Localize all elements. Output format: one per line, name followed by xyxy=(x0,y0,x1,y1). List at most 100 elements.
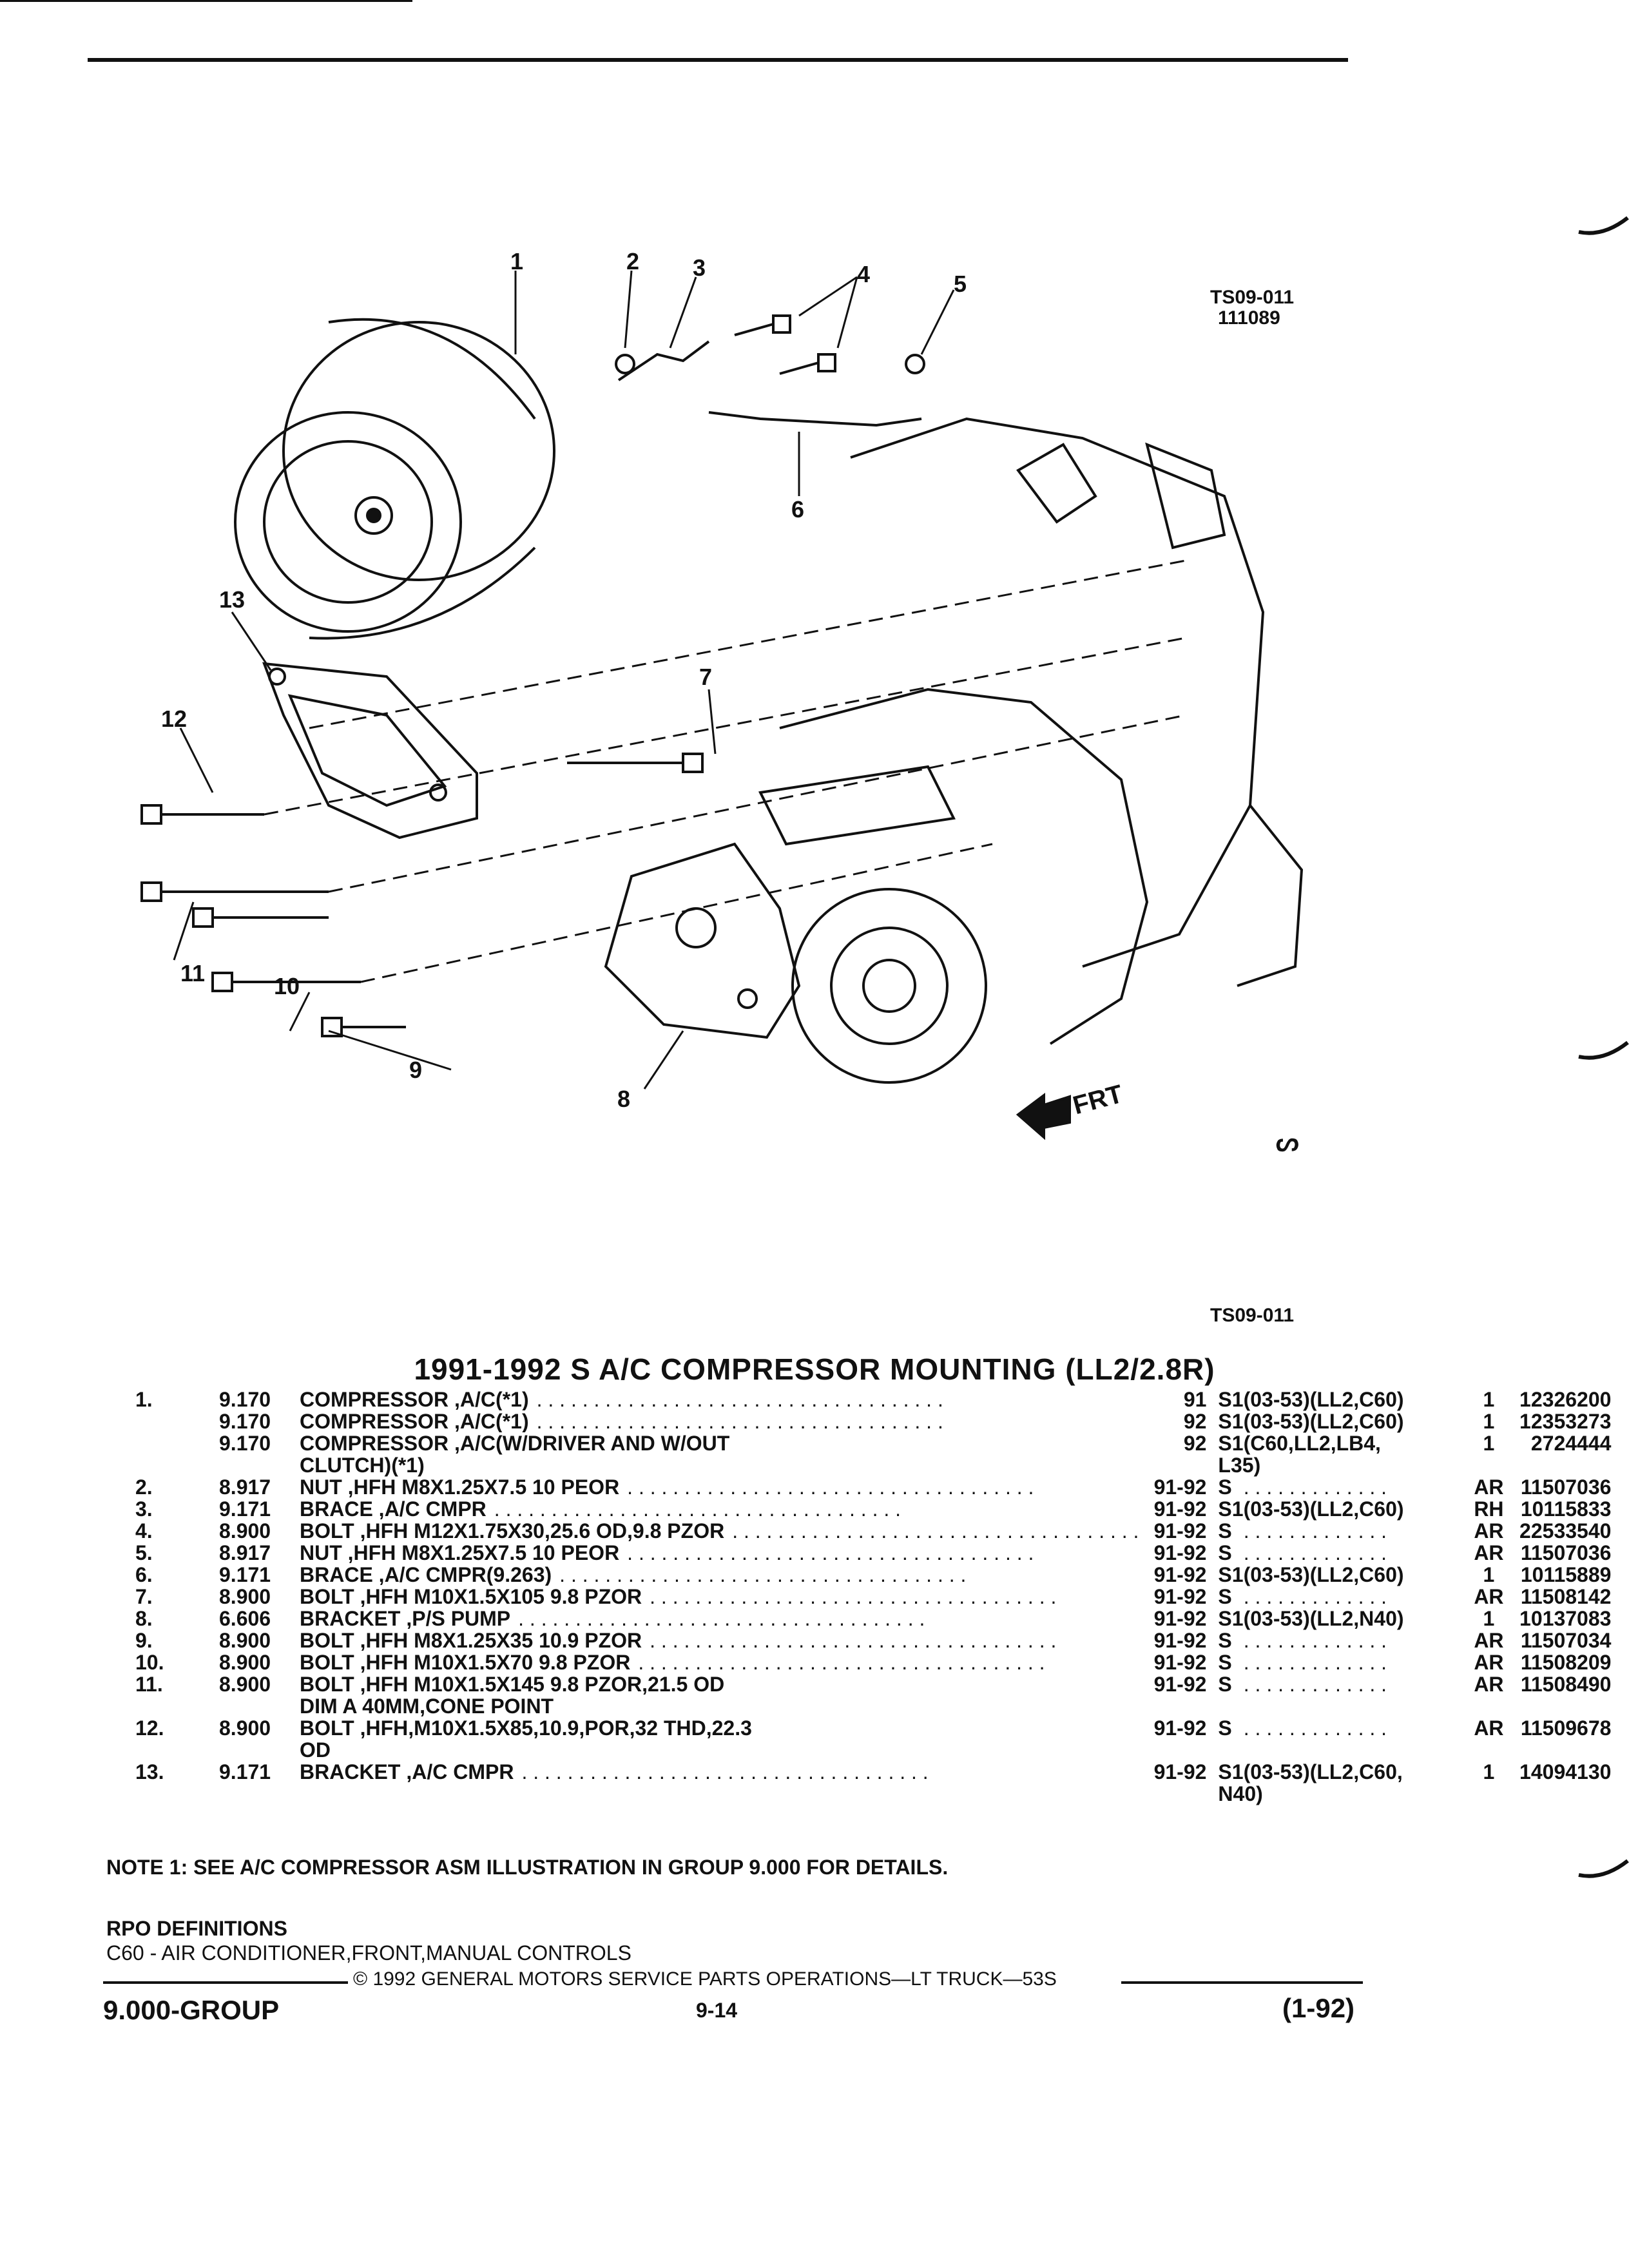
leader-dots: . . . . . . . . . . . . . . . . . . . . … xyxy=(536,1389,943,1410)
group-number: 9.171 xyxy=(219,1761,300,1805)
figure-id: TS09-011 xyxy=(1210,287,1295,308)
model-years: 91 xyxy=(1139,1389,1218,1410)
quantity-line: 1 xyxy=(1483,1563,1495,1586)
part-number-line: 2724444 xyxy=(1530,1432,1612,1455)
model-years-line: 91-92 xyxy=(1153,1519,1207,1542)
description-line: NUT ,HFH M8X1.25X7.5 10 PEOR xyxy=(300,1476,620,1498)
callout-leaders xyxy=(173,270,955,1090)
model-years-line: 91-92 xyxy=(1153,1563,1207,1586)
description: NUT ,HFH M8X1.25X7.5 10 PEOR . . . . . .… xyxy=(300,1542,1139,1564)
part-number: 11507036 xyxy=(1514,1542,1612,1564)
group-number: 8.917 xyxy=(219,1542,300,1564)
leader-dots: . . . . . . . . . . . . . . . . . . . . … xyxy=(494,1498,901,1520)
quantity: 1 xyxy=(1463,1564,1514,1586)
callout-6: 6 xyxy=(791,496,805,523)
usage-code: S1(03-53)(LL2,C60) xyxy=(1218,1389,1463,1410)
note: NOTE 1: SEE A/C COMPRESSOR ASM ILLUSTRAT… xyxy=(106,1856,949,1879)
model-years: 91-92 xyxy=(1139,1586,1218,1608)
group-number-line: 8.900 xyxy=(219,1651,271,1674)
leader-dots: . . . . . . . . . . . . . xyxy=(1243,1520,1387,1542)
binder-mark xyxy=(1578,216,1629,235)
part-number: 2724444 xyxy=(1514,1432,1612,1476)
usage-code-line: S1(03-53)(LL2,C60) xyxy=(1218,1410,1404,1433)
ref-number-line: 10. xyxy=(135,1651,164,1674)
quantity: 1 xyxy=(1463,1410,1514,1432)
callout-5: 5 xyxy=(954,271,967,297)
callout-13: 13 xyxy=(219,586,246,613)
quantity-line: 1 xyxy=(1483,1388,1495,1411)
footer-rule-right xyxy=(1121,1981,1363,1984)
group-number-line: 8.900 xyxy=(219,1673,271,1696)
description-line: COMPRESSOR ,A/C(*1) xyxy=(300,1410,529,1432)
model-years: 91-92 xyxy=(1139,1542,1218,1564)
page-number: 9-14 xyxy=(696,1999,738,2022)
model-years-line: 92 xyxy=(1183,1410,1207,1433)
part-number-line: 10115889 xyxy=(1520,1563,1612,1586)
usage-code-line: N40) xyxy=(1218,1782,1263,1805)
usage-code-line: S xyxy=(1218,1651,1232,1673)
description-line: BRACKET ,A/C CMPR xyxy=(300,1761,514,1783)
quantity: AR xyxy=(1463,1586,1514,1608)
leader-dots: . . . . . . . . . . . . . . . . . . . . … xyxy=(536,1410,943,1432)
leader-dots: . . . . . . . . . . . . . xyxy=(1243,1717,1387,1739)
binder-mark xyxy=(1578,1859,1629,1878)
group-number: 9.170 xyxy=(219,1410,300,1432)
group-number: 9.170 xyxy=(219,1432,300,1476)
model-years: 91-92 xyxy=(1139,1498,1218,1520)
model-years-line: 91-92 xyxy=(1153,1607,1207,1630)
usage-code-line: S xyxy=(1218,1476,1232,1498)
ref-number-line: 8. xyxy=(135,1607,153,1630)
exploded-parts-illustration: 1 2 3 4 5 6 7 8 9 10 11 12 13 FRT ᔕ xyxy=(116,226,1340,1205)
ref-number: 10. xyxy=(135,1651,219,1673)
usage-code: S. . . . . . . . . . . . . xyxy=(1218,1476,1463,1498)
model-years-line: 91-92 xyxy=(1153,1629,1207,1652)
part-number-line: 11508490 xyxy=(1520,1673,1612,1696)
usage-code-line: S xyxy=(1218,1520,1232,1542)
description-line: BOLT ,HFH M8X1.25X35 10.9 PZOR xyxy=(300,1629,642,1651)
group-number: 8.900 xyxy=(219,1586,300,1608)
header-rule xyxy=(88,58,1348,62)
callout-3: 3 xyxy=(693,255,706,281)
model-years: 91-92 xyxy=(1139,1673,1218,1717)
group-number-line: 8.900 xyxy=(219,1629,271,1652)
quantity-line: AR xyxy=(1474,1629,1504,1652)
ref-number xyxy=(135,1432,219,1476)
quantity: AR xyxy=(1463,1717,1514,1761)
ref-number: 1. xyxy=(135,1389,219,1410)
revision-label: (1-92) xyxy=(1282,1993,1355,2023)
quantity: 1 xyxy=(1463,1608,1514,1629)
group-label: 9.000-GROUP xyxy=(103,1995,280,2025)
ref-number: 9. xyxy=(135,1629,219,1651)
usage-code-line: S xyxy=(1218,1542,1232,1564)
description: BOLT ,HFH M8X1.25X35 10.9 PZOR . . . . .… xyxy=(300,1629,1139,1651)
model-years-line: 91-92 xyxy=(1153,1497,1207,1521)
callout-1: 1 xyxy=(510,248,524,274)
part-number-line: 12326200 xyxy=(1519,1388,1612,1411)
ref-number: 8. xyxy=(135,1608,219,1629)
ref-number-line: 7. xyxy=(135,1585,153,1608)
description-line: BOLT ,HFH,M10X1.5X85,10.9,POR,32 THD,22.… xyxy=(300,1716,752,1740)
description-line: CLUTCH)(*1) xyxy=(300,1454,425,1477)
page-title: 1991-1992 S A/C COMPRESSOR MOUNTING (LL2… xyxy=(414,1352,1215,1386)
part-number-line: 11507036 xyxy=(1520,1475,1612,1499)
quantity-line: AR xyxy=(1474,1541,1504,1564)
leader-dots: . . . . . . . . . . . . . . . . . . . . … xyxy=(559,1564,967,1586)
leader-dots: . . . . . . . . . . . . . . . . . . . . … xyxy=(521,1761,929,1783)
ref-number-line: 4. xyxy=(135,1519,153,1542)
group-number: 9.170 xyxy=(219,1389,300,1410)
description: BOLT ,HFH M10X1.5X105 9.8 PZOR . . . . .… xyxy=(300,1586,1139,1608)
usage-code: S1(03-53)(LL2,C60,N40) xyxy=(1218,1761,1463,1805)
description: COMPRESSOR ,A/C(*1) . . . . . . . . . . … xyxy=(300,1410,1139,1432)
quantity: AR xyxy=(1463,1629,1514,1651)
usage-code-line: L35) xyxy=(1218,1454,1261,1477)
ref-number-line: 1. xyxy=(135,1388,153,1411)
part-number: 11508142 xyxy=(1514,1586,1612,1608)
group-number: 9.171 xyxy=(219,1498,300,1520)
group-number: 8.900 xyxy=(219,1520,300,1542)
callout-11: 11 xyxy=(180,960,206,986)
